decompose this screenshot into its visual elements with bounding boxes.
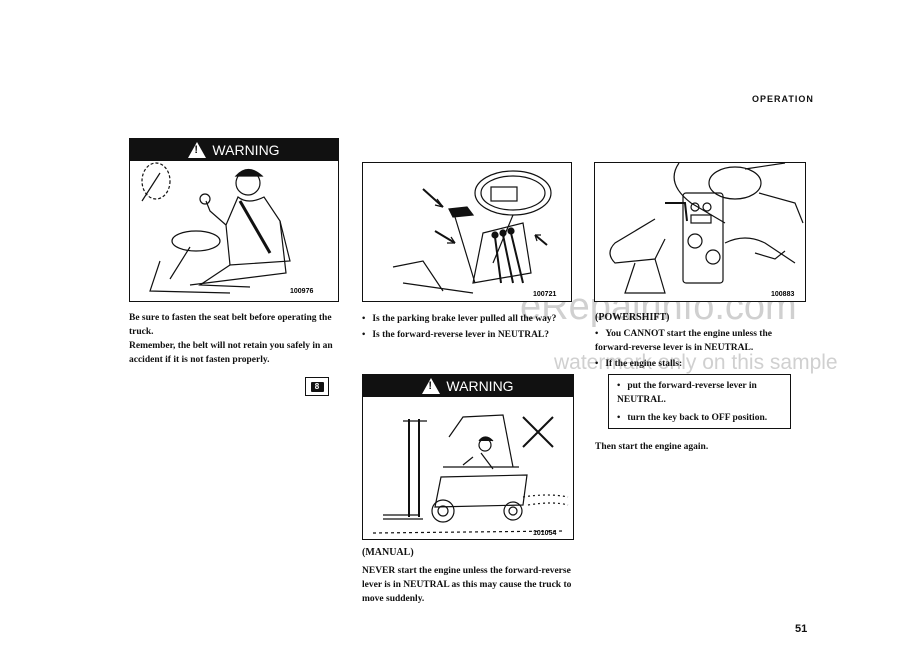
- figure-number-100883: 100883: [771, 291, 794, 298]
- powershift-bullet-neutral: You CANNOT start the engine unless the f…: [595, 327, 807, 355]
- stall-steps-box: put the forward-reverse lever in NEUTRAL…: [608, 374, 791, 429]
- book-number: 8: [310, 381, 324, 392]
- figure-number-100721: 100721: [533, 291, 556, 298]
- restart-instruction: Then start the engine again.: [595, 442, 709, 452]
- seatbelt-warning-figure: ! WARNING 100976: [129, 138, 339, 302]
- powershift-illustration: 100883: [609, 163, 804, 298]
- seatbelt-paragraph-2: Remember, the belt will not retain you s…: [129, 341, 333, 365]
- powershift-figure: 100883: [594, 162, 806, 302]
- figure-number-100976: 100976: [290, 288, 313, 295]
- manual-paragraph: NEVER start the engine unless the forwar…: [362, 566, 572, 604]
- page-number: 51: [795, 623, 808, 635]
- stall-step-key-off: turn the key back to OFF position.: [617, 411, 784, 425]
- powershift-bullet-stalls: If the engine stalls:: [595, 357, 807, 371]
- warning-label-2: WARNING: [446, 378, 514, 394]
- warning-banner: ! WARNING: [130, 139, 338, 161]
- figure-number-101054: 101054: [533, 530, 556, 537]
- warning-label: WARNING: [212, 142, 280, 158]
- check-neutral: Is the forward-reverse lever in NEUTRAL?: [362, 328, 582, 342]
- seatbelt-paragraph-1: Be sure to fasten the seat belt before o…: [129, 313, 332, 337]
- warning-triangle-icon: !: [188, 142, 207, 158]
- warning-triangle-icon-2: !: [422, 378, 441, 394]
- check-parking-brake: Is the parking brake lever pulled all th…: [362, 312, 582, 326]
- manual-warning-figure: ! WARNING 101054: [362, 374, 574, 540]
- parking-brake-illustration: 100721: [392, 170, 556, 298]
- seatbelt-illustration: 100976: [141, 162, 313, 295]
- warning-banner-2: ! WARNING: [363, 375, 573, 397]
- manual-subheading: (MANUAL): [362, 547, 414, 558]
- powershift-subheading: (POWERSHIFT): [595, 312, 670, 323]
- section-header: OPERATION: [752, 94, 814, 104]
- forklift-illustration: 101054: [372, 414, 569, 537]
- parking-brake-figure: 100721: [362, 162, 572, 302]
- manual-book-icon: 8: [305, 377, 329, 396]
- stall-step-neutral: put the forward-reverse lever in NEUTRAL…: [617, 379, 784, 407]
